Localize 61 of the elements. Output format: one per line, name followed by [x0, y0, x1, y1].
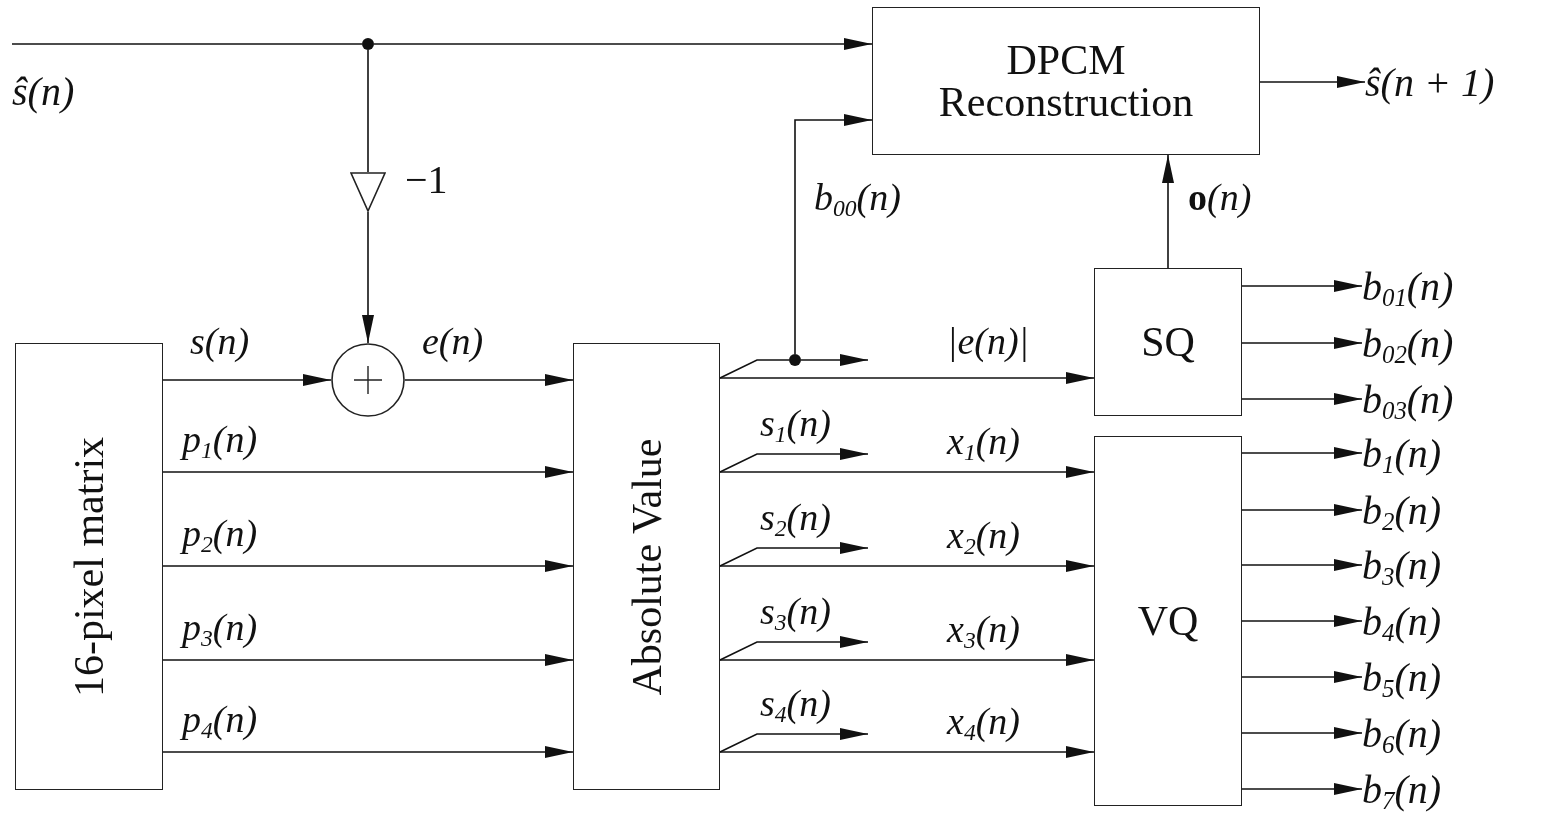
arrow [1162, 154, 1174, 269]
signal-label: b$_{3}$(n) [1362, 541, 1542, 591]
process-box [872, 7, 1260, 155]
arrow [1241, 783, 1363, 795]
arrow [1241, 280, 1363, 292]
process-box [1094, 436, 1242, 806]
arrow [373, 38, 873, 50]
arrow [162, 746, 574, 758]
arrow [162, 560, 574, 572]
junction-dot [789, 354, 801, 366]
box-label: 16-pixel matrix [68, 436, 110, 697]
arrow [162, 374, 332, 386]
gain-triangle [350, 172, 386, 212]
box-label: DPCM Reconstruction [937, 39, 1195, 123]
signal-label: b$_{03}$(n) [1362, 375, 1542, 425]
arrow [162, 654, 574, 666]
arrow [1259, 76, 1366, 88]
signal-label: b$_{5}$(n) [1362, 653, 1542, 703]
signal-label: ŝ(n) [12, 40, 112, 112]
arrow [719, 466, 1095, 478]
arrow [362, 211, 374, 344]
arrow [404, 374, 574, 386]
signal-label: b$_{2}$(n) [1362, 486, 1542, 536]
arrow [719, 448, 869, 473]
arrow [162, 466, 574, 478]
gain-label: −1 [405, 160, 448, 200]
arrow [1241, 504, 1363, 516]
box-label: SQ [1141, 321, 1195, 363]
junction-dot [362, 38, 374, 50]
arrow [1241, 559, 1363, 571]
signal-label: b$_{7}$(n) [1362, 765, 1542, 815]
signal-label: b$_{02}$(n) [1362, 319, 1542, 369]
arrow [794, 114, 873, 355]
arrow [719, 542, 869, 567]
arrow [1241, 671, 1363, 683]
arrow [1241, 447, 1363, 459]
arrow [800, 354, 869, 366]
arrow [1241, 337, 1363, 349]
process-box [15, 343, 163, 790]
box-label: Absolute Value [625, 438, 668, 695]
arrow [719, 560, 1095, 572]
arrow [1241, 393, 1363, 405]
connector-line [367, 49, 369, 173]
arrow [719, 746, 1095, 758]
signal-label: b$_{01}$(n) [1362, 262, 1542, 312]
arrow [1241, 727, 1363, 739]
signal-label: b$_{1}$(n) [1362, 429, 1542, 479]
process-box [1094, 268, 1242, 416]
adder-symbol [331, 343, 405, 417]
signal-label: b$_{6}$(n) [1362, 709, 1542, 759]
arrow [719, 728, 869, 753]
connector-line [719, 359, 790, 379]
arrow [719, 654, 1095, 666]
process-box [573, 343, 720, 790]
arrow [719, 636, 869, 661]
arrow [719, 372, 1095, 384]
signal-label: b$_{4}$(n) [1362, 597, 1542, 647]
signal-label: ŝ(n + 1) [1365, 58, 1545, 108]
connector-line [11, 43, 363, 45]
box-label: VQ [1137, 600, 1199, 642]
arrow [1241, 615, 1363, 627]
